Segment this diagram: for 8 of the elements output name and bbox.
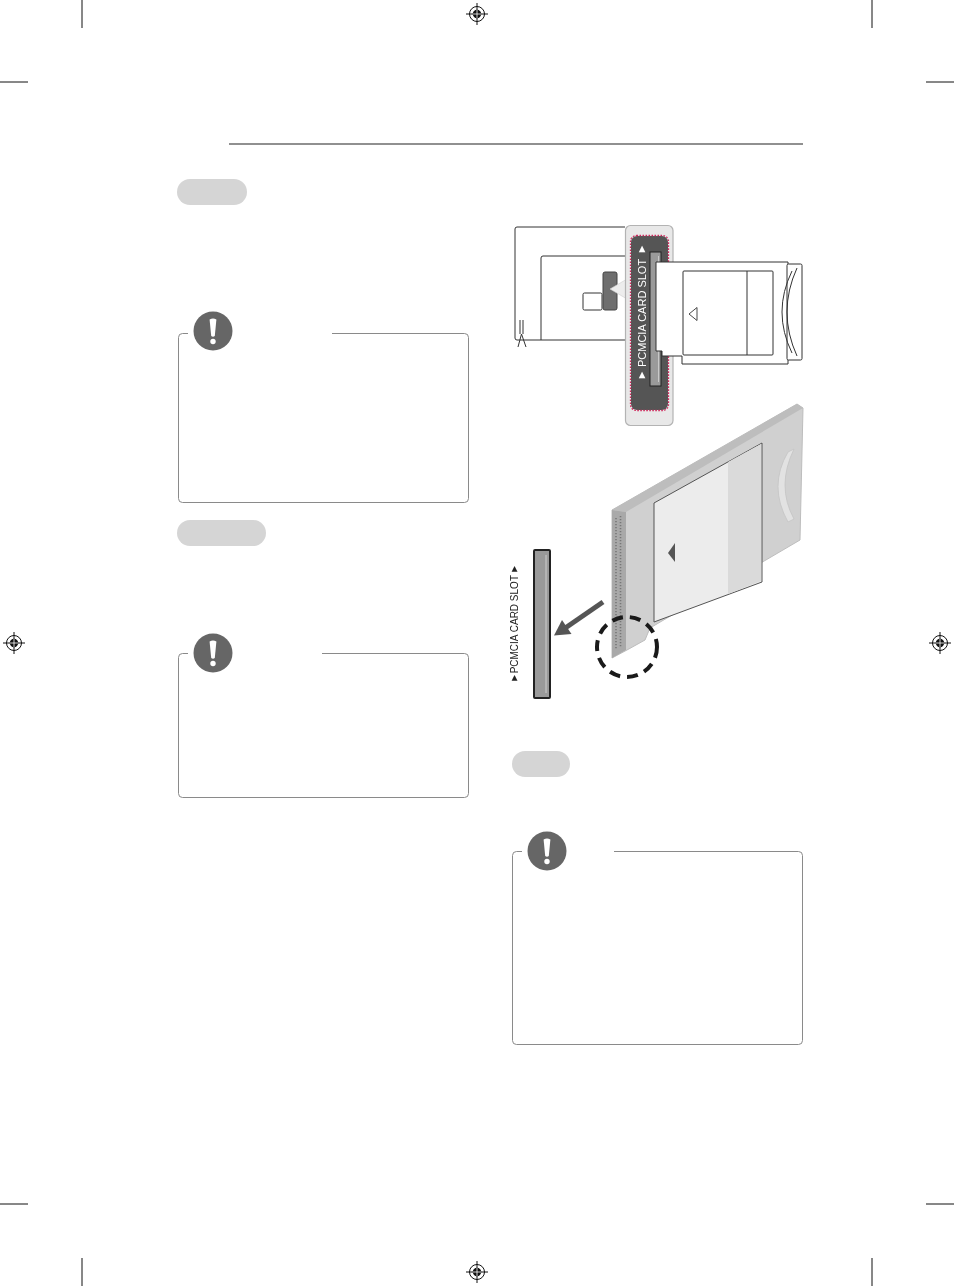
heading-pill <box>512 751 570 777</box>
note-box <box>178 653 469 798</box>
slot-label: ▼ PCMCIA CARD SLOT ▼ <box>637 244 648 383</box>
heading-pill <box>177 520 266 546</box>
slot-label: ▼PCMCIA CARD SLOT▼ <box>510 564 520 685</box>
note-box <box>512 851 803 1045</box>
heading-pill <box>177 179 247 205</box>
note-box <box>178 333 469 503</box>
